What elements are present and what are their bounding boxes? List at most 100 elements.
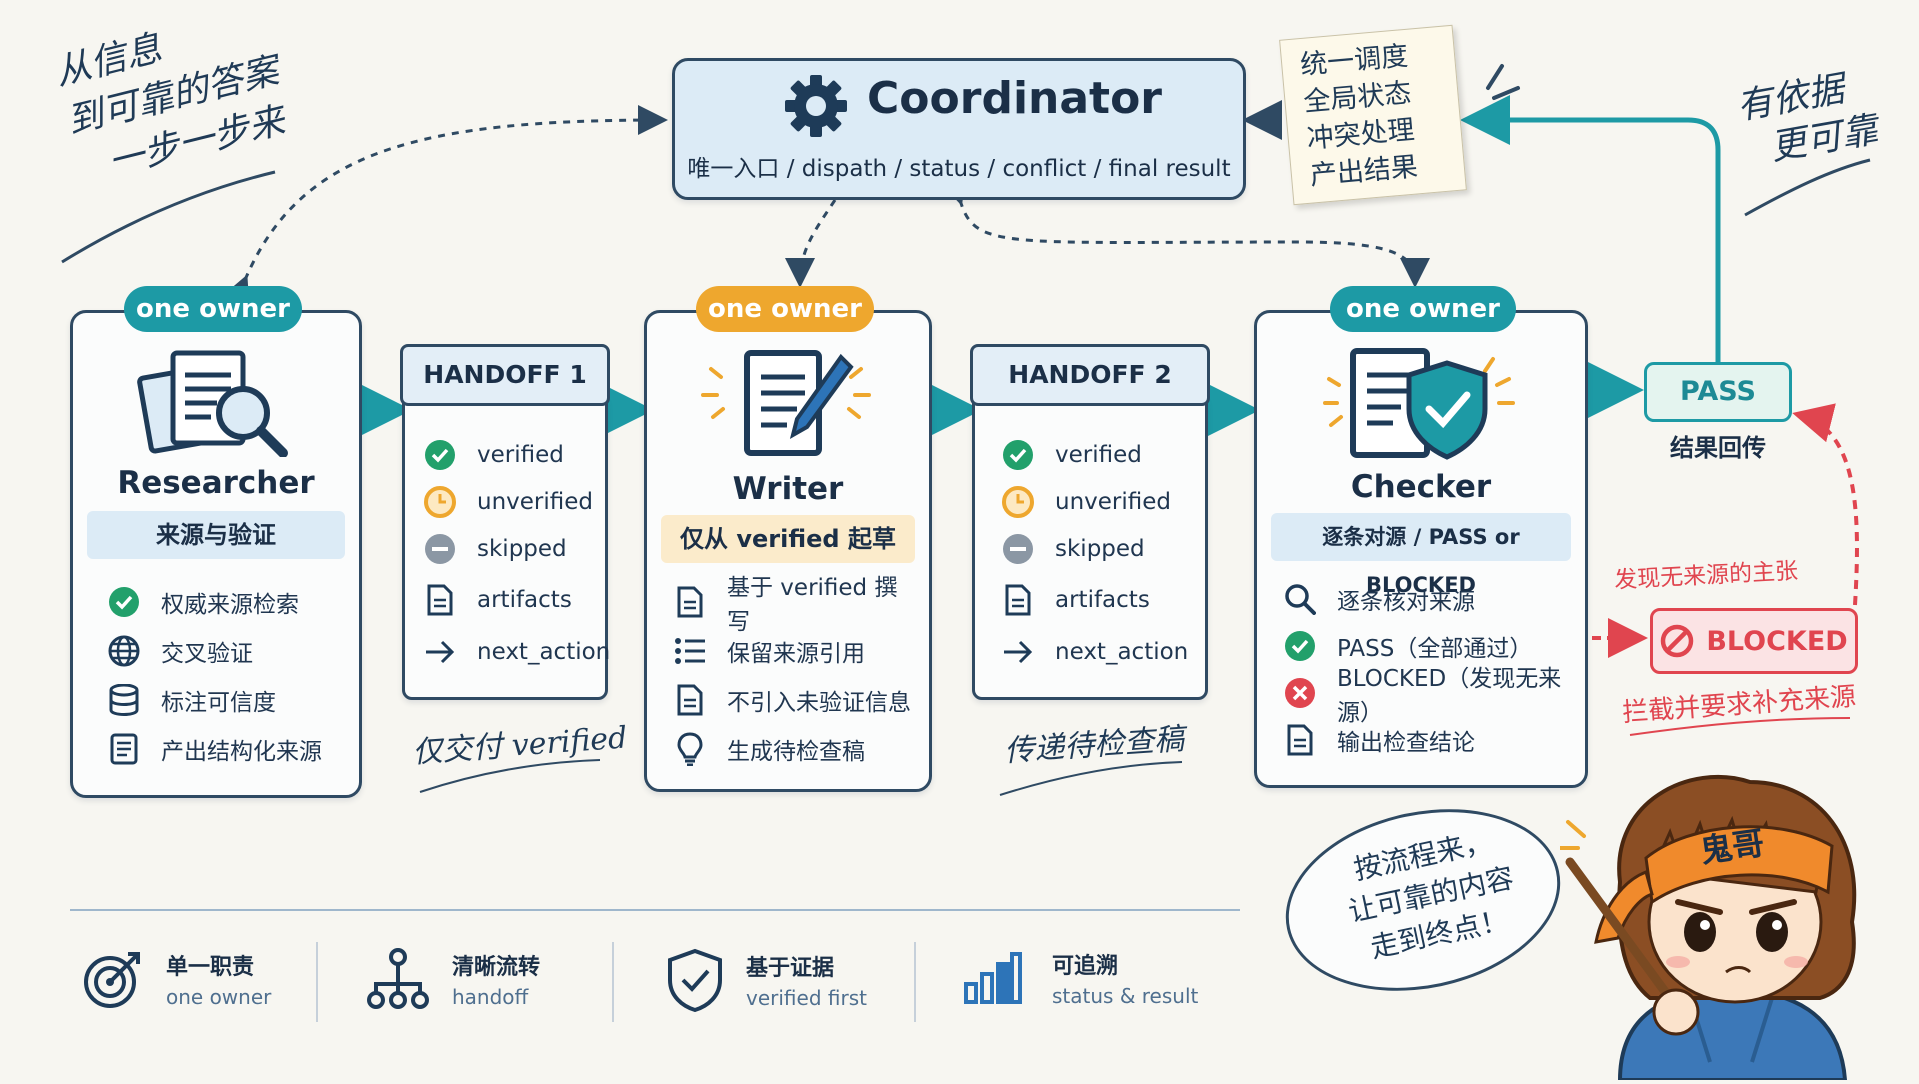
handoff1-card[interactable]: verified unverified skipped artifacts ne… xyxy=(402,394,610,700)
list-item: next_action xyxy=(423,628,610,675)
writer-title: Writer xyxy=(732,471,844,507)
list-item-label: PASS（全部通过） xyxy=(1337,635,1533,662)
gear-icon xyxy=(783,73,849,143)
list-item-label: next_action xyxy=(1055,638,1189,665)
footer-subtitle: handoff xyxy=(452,985,529,1009)
list-item-label: verified xyxy=(477,441,564,468)
footer-separator xyxy=(316,942,318,1022)
dashed-link-researcher-coordinator xyxy=(221,105,668,308)
document-icon xyxy=(423,583,457,617)
handoff1-title: HANDOFF 1 xyxy=(400,344,610,406)
list-item: artifacts xyxy=(423,572,595,628)
list-item: 输出检查结论 xyxy=(1283,716,1575,763)
list-item: verified xyxy=(1001,431,1195,478)
list-item-label: 生成待检查稿 xyxy=(727,738,865,765)
minus-circle-icon xyxy=(1001,532,1035,566)
ban-icon xyxy=(1660,624,1694,658)
list-item-label: unverified xyxy=(477,488,593,515)
researcher-band: 来源与验证 xyxy=(87,511,345,559)
list-item-label: 不引入未验证信息 xyxy=(727,689,911,716)
handoff2-note-underline xyxy=(999,761,1183,796)
checker-card[interactable]: Checker 逐条对源 / PASS or BLOCKED 逐条核对来源 PA… xyxy=(1254,310,1588,788)
list-item: 权威来源检索 xyxy=(107,577,349,626)
footer-subtitle: status & result xyxy=(1052,984,1199,1008)
checker-band: 逐条对源 / PASS or BLOCKED xyxy=(1271,513,1571,597)
list-item: 保留来源引用 xyxy=(673,626,919,675)
list-icon xyxy=(673,634,707,668)
footer-item-evidence: 基于证据 verified first xyxy=(666,948,867,1012)
blocked-retry-arrow xyxy=(1792,403,1859,606)
return-arrow-pass-coordinator xyxy=(1460,95,1721,362)
mascot-illustration xyxy=(1558,774,1857,1082)
checker-owner-badge: one owner xyxy=(1330,286,1516,332)
list-item-label: verified xyxy=(1055,441,1142,468)
dashed-link-coordinator-writer xyxy=(785,199,837,288)
check-circle-icon xyxy=(1001,438,1035,472)
pass-caption: 结果回传 xyxy=(1670,434,1766,462)
target-icon xyxy=(82,948,144,1010)
checker-title: Checker xyxy=(1350,469,1492,505)
minus-circle-icon xyxy=(423,532,457,566)
writer-card[interactable]: Writer 仅从 verified 起草 基于 verified 撰写 保留来… xyxy=(644,310,932,792)
list-item: 基于 verified 撰写 xyxy=(673,575,919,635)
document-shield-icon xyxy=(1317,345,1527,473)
writer-owner-badge: one owner xyxy=(696,286,874,332)
list-item: skipped xyxy=(423,525,595,572)
list-item: 产出结构化来源 xyxy=(107,724,349,773)
list-item-label: 逐条核对来源 xyxy=(1337,588,1475,615)
list-item-label: 交叉验证 xyxy=(161,640,253,667)
document-list-icon xyxy=(107,732,141,766)
document-icon xyxy=(673,585,707,619)
footer-subtitle: one owner xyxy=(166,985,272,1009)
list-item-label: artifacts xyxy=(477,587,572,613)
list-item: skipped xyxy=(1001,525,1195,572)
list-item-label: artifacts xyxy=(1055,587,1150,613)
x-circle-icon xyxy=(1283,676,1317,710)
document-icon xyxy=(1001,583,1035,617)
list-item-label: BLOCKED（发现无来源） xyxy=(1337,665,1562,726)
list-item: 标注可信度 xyxy=(107,675,349,724)
check-circle-icon xyxy=(423,438,457,472)
search-icon xyxy=(1283,582,1317,616)
list-item-label: unverified xyxy=(1055,488,1171,515)
footer-title: 可追溯 xyxy=(1052,954,1119,979)
list-item: verified xyxy=(423,431,595,478)
list-item-label: 产出结构化来源 xyxy=(161,738,322,765)
sticky-note: 统一调度 全局状态 冲突处理 产出结果 xyxy=(1279,24,1467,206)
list-item: unverified xyxy=(423,478,595,525)
check-circle-icon xyxy=(107,585,141,619)
list-item: unverified xyxy=(1001,478,1195,525)
list-item: artifacts xyxy=(1001,572,1195,628)
footer-separator xyxy=(914,942,916,1022)
arrow-right-icon xyxy=(1001,635,1035,669)
pass-node[interactable]: PASS xyxy=(1644,362,1792,422)
coordinator-box[interactable]: Coordinator 唯一入口 / dispath / status / co… xyxy=(672,58,1246,200)
list-item: 生成待检查稿 xyxy=(673,724,919,773)
list-item-label: 基于 verified 撰写 xyxy=(727,574,898,635)
researcher-card[interactable]: Researcher 来源与验证 权威来源检索 交叉验证 标注可信度 产出结构化… xyxy=(70,310,362,798)
blocked-node[interactable]: BLOCKED xyxy=(1650,608,1858,674)
research-docs-magnifier-icon xyxy=(137,347,297,461)
document-pen-icon xyxy=(691,347,891,471)
database-icon xyxy=(107,683,141,717)
footer-separator xyxy=(612,942,614,1022)
blocked-note-underline xyxy=(1629,717,1851,736)
list-item: next_action xyxy=(1001,628,1195,675)
footer-title: 单一职责 xyxy=(166,955,255,980)
footer-title: 基于证据 xyxy=(746,956,835,981)
dashed-link-coordinator-checker xyxy=(938,172,1430,288)
check-circle-icon xyxy=(1283,629,1317,663)
sticky-accent-marks xyxy=(1486,64,1520,100)
list-item: 逐条核对来源 xyxy=(1283,575,1575,622)
researcher-list: 权威来源检索 交叉验证 标注可信度 产出结构化来源 xyxy=(107,577,349,773)
list-item: 交叉验证 xyxy=(107,626,349,675)
list-item-label: 标注可信度 xyxy=(161,689,276,716)
clock-icon xyxy=(423,485,457,519)
handoff2-card[interactable]: verified unverified skipped artifacts ne… xyxy=(972,394,1208,700)
bar-chart-icon xyxy=(962,950,1022,1006)
handoff2-list: verified unverified skipped artifacts ne… xyxy=(1001,431,1195,675)
coordinator-subtitle: 唯一入口 / dispath / status / conflict / fin… xyxy=(687,156,1231,182)
footer-item-traceable: 可追溯 status & result xyxy=(962,948,1198,1008)
list-item-label: skipped xyxy=(477,535,567,562)
